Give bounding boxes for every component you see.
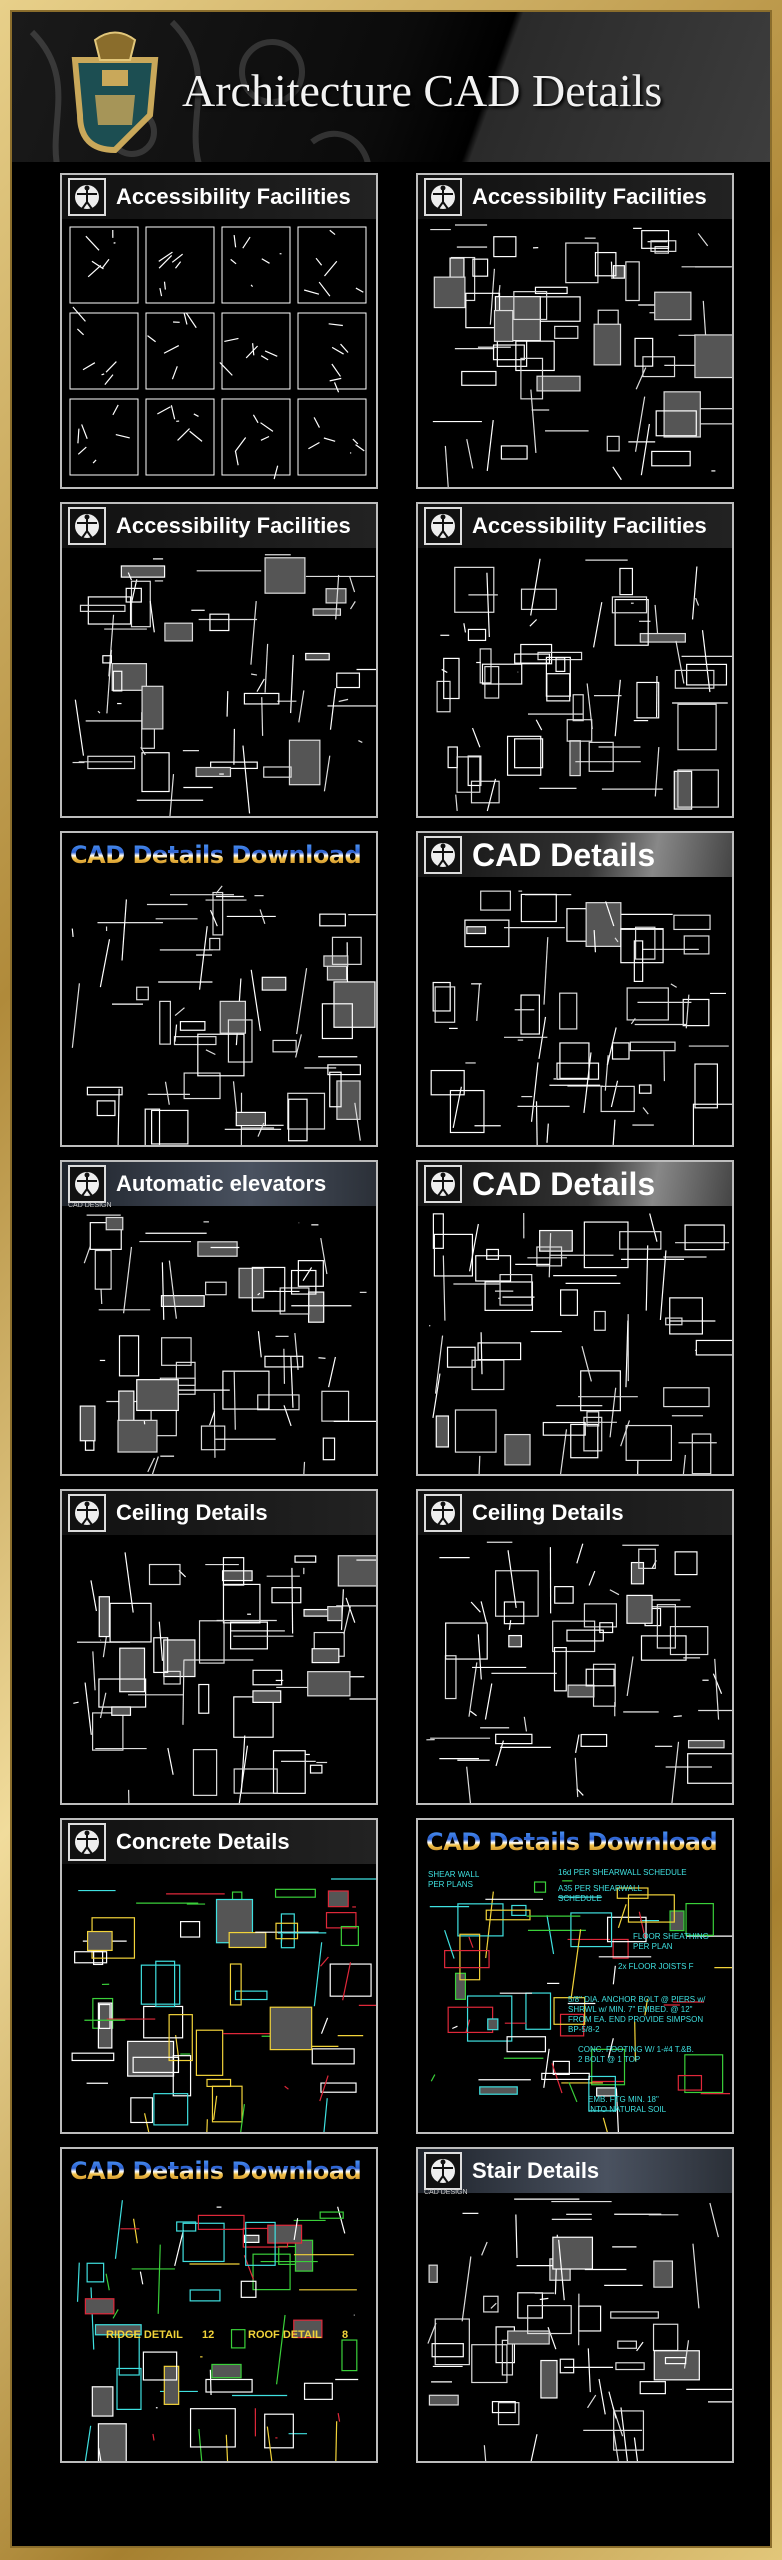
tile-header: CAD Details Download bbox=[62, 833, 376, 877]
tile-title: Accessibility Facilities bbox=[116, 184, 351, 209]
cad-detail-tile[interactable]: Concrete Details bbox=[60, 1818, 378, 2134]
cad-detail-tile[interactable]: CAD Details bbox=[416, 831, 734, 1147]
tile-title: Accessibility Facilities bbox=[116, 513, 351, 538]
cad-annotation: SHEAR WALL PER PLANS bbox=[428, 1870, 480, 1889]
cad-detail-tile[interactable]: Accessibility Facilities bbox=[416, 502, 734, 818]
cad-drawing bbox=[436, 558, 732, 812]
cad-drawing bbox=[69, 226, 367, 480]
cad-detail-tile[interactable]: Ceiling Details bbox=[416, 1489, 734, 1805]
cad-annotation: 16d PER SHEARWALL SCHEDULE bbox=[558, 1868, 687, 1877]
vitruvian-logo-icon bbox=[68, 1494, 106, 1532]
cad-drawing bbox=[430, 224, 732, 487]
tile-header: Accessibility Facilities bbox=[418, 175, 732, 219]
tile-title: Ceiling Details bbox=[472, 1500, 624, 1525]
detail-label: 12 bbox=[202, 2329, 215, 2341]
tile-header: Accessibility Facilities bbox=[62, 175, 376, 219]
cad-drawing bbox=[71, 1878, 376, 2132]
cad-drawing bbox=[429, 1880, 732, 2132]
detail-label: 8 bbox=[342, 2329, 349, 2341]
tile-title: CAD Details Download bbox=[426, 1828, 718, 1856]
cad-annotation: FLOOR SHEATHING PER PLAN bbox=[633, 1932, 709, 1951]
tile-title: CAD Details bbox=[472, 1165, 656, 1202]
tile-title: CAD Details Download bbox=[70, 2157, 362, 2185]
tile-header: Concrete Details bbox=[62, 1820, 376, 1864]
tile-title: CAD Details bbox=[472, 836, 656, 873]
tile-header: Ceiling Details bbox=[62, 1491, 376, 1535]
tile-title: Stair Details bbox=[472, 2158, 600, 2183]
cad-annotation: 2x FLOOR JOISTS F bbox=[618, 1962, 694, 1971]
royal-crest-logo bbox=[71, 31, 159, 154]
vitruvian-logo-icon bbox=[68, 1165, 106, 1203]
tile-header: CAD Details Download bbox=[418, 1820, 732, 1864]
vitruvian-logo-icon bbox=[424, 507, 462, 545]
cad-drawing bbox=[72, 554, 376, 816]
tile-header: CAD Details bbox=[418, 833, 732, 877]
detail-label: ROOF DETAIL bbox=[248, 2329, 322, 2341]
tile-header: CAD Details bbox=[418, 1162, 732, 1206]
cad-detail-tile[interactable]: CAD Details Download bbox=[60, 831, 378, 1147]
cad-drawing bbox=[76, 2200, 359, 2461]
cad-drawing bbox=[430, 890, 732, 1145]
vitruvian-logo-icon bbox=[68, 178, 106, 216]
detail-label: RIDGE DETAIL bbox=[106, 2329, 183, 2341]
vitruvian-logo-icon bbox=[424, 836, 462, 874]
cad-annotation: CONC. FOOTING W/ 1-#4 T.&B. 2 BOLT @ 1 T… bbox=[578, 2045, 694, 2064]
cad-drawing bbox=[73, 1552, 376, 1803]
cad-annotation: 5/8" DIA. ANCHOR BOLT @ PIERS w/ SHRWL w… bbox=[568, 1995, 706, 2034]
tile-header: CAD Details Download bbox=[62, 2149, 376, 2193]
tile-title: Accessibility Facilities bbox=[472, 184, 707, 209]
header-banner: Architecture CAD Details bbox=[12, 12, 770, 162]
cad-detail-tile[interactable]: Accessibility Facilities bbox=[60, 173, 378, 489]
cad-detail-tile[interactable]: CAD Details bbox=[416, 1160, 734, 1476]
vitruvian-logo-icon bbox=[424, 1494, 462, 1532]
tile-header: Stair Details bbox=[418, 2149, 732, 2193]
tile-header: Accessibility Facilities bbox=[418, 504, 732, 548]
vitruvian-logo-icon bbox=[68, 507, 106, 545]
vitruvian-logo-icon bbox=[424, 178, 462, 216]
cad-annotation: A35 PER SHEARWALL SCHEDULE bbox=[558, 1884, 643, 1903]
tile-header: Accessibility Facilities bbox=[62, 504, 376, 548]
tile-title: Concrete Details bbox=[116, 1829, 290, 1854]
tile-subtitle: CAD DESIGN bbox=[424, 2189, 468, 2196]
vitruvian-logo-icon bbox=[424, 1165, 462, 1203]
vitruvian-logo-icon bbox=[68, 1823, 106, 1861]
cad-drawing bbox=[428, 1212, 732, 1474]
tile-subtitle: CAD DESIGN bbox=[68, 1202, 112, 1209]
cad-detail-tile[interactable]: Ceiling Details bbox=[60, 1489, 378, 1805]
tile-title: Accessibility Facilities bbox=[472, 513, 707, 538]
page-title: Architecture CAD Details bbox=[182, 65, 663, 116]
tile-title: CAD Details Download bbox=[70, 841, 362, 869]
cad-annotation: EMB. FTG MIN. 18" INTO NATURAL SOIL bbox=[588, 2095, 667, 2114]
vitruvian-logo-icon bbox=[424, 2152, 462, 2190]
tile-title: Ceiling Details bbox=[116, 1500, 268, 1525]
tile-header: Ceiling Details bbox=[418, 1491, 732, 1535]
cad-detail-tile[interactable]: Accessibility Facilities bbox=[416, 173, 734, 489]
cad-drawing bbox=[427, 2198, 732, 2461]
cad-drawing bbox=[426, 1541, 732, 1803]
tile-title: Automatic elevators bbox=[116, 1171, 327, 1196]
cad-drawing bbox=[79, 1214, 376, 1474]
tile-header: Automatic elevators bbox=[62, 1162, 376, 1206]
cad-detail-tile[interactable]: Accessibility Facilities bbox=[60, 502, 378, 818]
cad-drawing bbox=[71, 885, 376, 1145]
